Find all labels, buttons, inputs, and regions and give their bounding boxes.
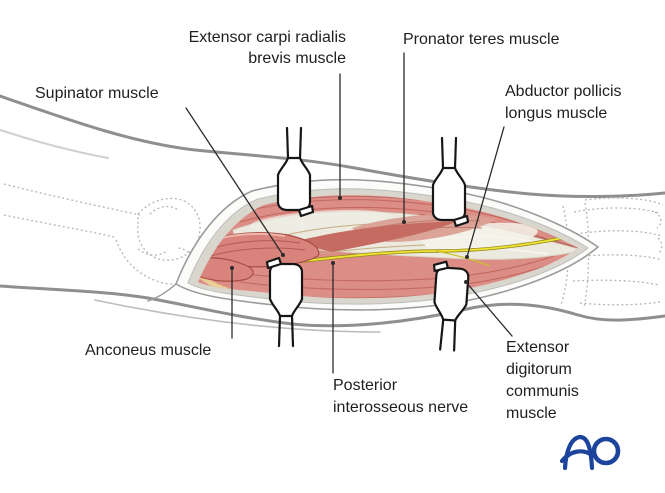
retractor-bottom-left (265, 256, 304, 348)
incision-opening (175, 178, 600, 311)
elbow-bones-sketch (3, 183, 201, 285)
label-extensor-carpi-radialis-brevis: Extensor carpi radialis brevis muscle (188, 29, 346, 67)
ao-logo (559, 434, 621, 471)
retractor-top-left (276, 126, 315, 218)
label-pronator-teres: Pronator teres muscle (403, 31, 560, 48)
leader-abductor-pollicis-longus (466, 126, 505, 258)
nerve-path (293, 233, 578, 267)
label-extensor-digitorum-communis: Extensor digitorum communis muscle (506, 339, 579, 422)
retractor-top-right (431, 136, 470, 228)
label-posterior-interosseous-nerve: Posterior interosseous nerve (333, 377, 469, 416)
leader-lines (185, 52, 513, 374)
supinator-edge-sliver (298, 221, 458, 252)
label-anconeus: Anconeus muscle (85, 342, 212, 359)
label-supinator: Supinator muscle (35, 85, 159, 102)
leader-extensor-digitorum-communis (465, 281, 513, 337)
leader-supinator (185, 107, 284, 256)
label-abductor-pollicis-longus: Abductor pollicis longus muscle (505, 83, 622, 122)
